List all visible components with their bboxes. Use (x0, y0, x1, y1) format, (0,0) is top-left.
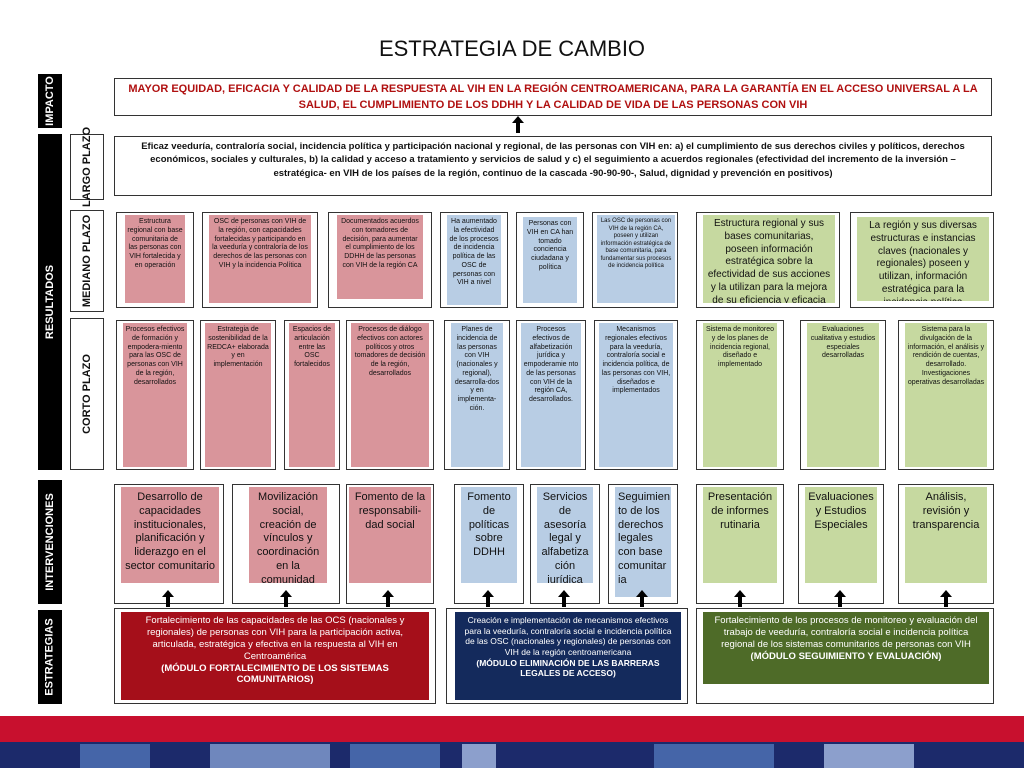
intervention-frame: Fomento de la responsabili-dad social (346, 484, 434, 604)
short-term-frame: Procesos efectivos de alfabetización jur… (516, 320, 586, 470)
arrow-up-icon (636, 590, 648, 607)
arrow-up-icon (482, 590, 494, 607)
intervention-frame: Movilización social, creación de vínculo… (232, 484, 340, 604)
intervention-frame: Fomento de políticas sobre DDHH (454, 484, 524, 604)
intervention-frame: Presentación de informes rutinaria (696, 484, 784, 604)
footer-tile (824, 744, 914, 768)
intervention-item: Análisis, revisión y transparencia (905, 487, 987, 583)
short-term-item: Mecanismos regionales efectivos para la … (599, 323, 673, 467)
arrow-up-icon (382, 590, 394, 607)
arrow-up-icon (162, 590, 174, 607)
strategy-text: Creación e implementación de mecanismos … (464, 615, 672, 657)
strategy-frame: Fortalecimiento de las capacidades de la… (114, 608, 436, 704)
mid-term-item: Las OSC de personas con VIH de la región… (597, 215, 675, 303)
arrow-up-icon (280, 590, 292, 607)
short-term-frame: Evaluaciones cualitativa y estudios espe… (800, 320, 886, 470)
strategy-module: (MÓDULO SEGUIMIENTO Y EVALUACIÓN) (750, 650, 942, 662)
strategy-module: (MÓDULO FORTALECIMIENTO DE LOS SISTEMAS … (161, 662, 389, 686)
mid-term-item: Documentados acuerdos con tomadores de d… (337, 215, 423, 299)
label-intervenciones: INTERVENCIONES (38, 480, 62, 604)
mid-term-item: Estructura regional con base comunitaria… (125, 215, 185, 303)
label-impacto: IMPACTO (38, 74, 62, 128)
footer-tile (80, 744, 150, 768)
strategy-block-barreras: Creación e implementación de mecanismos … (455, 612, 681, 700)
short-term-frame: Mecanismos regionales efectivos para la … (594, 320, 678, 470)
short-term-item: Sistema de monitoreo y de los planes de … (703, 323, 777, 467)
short-term-item: Espacios de articulación entre las OSC f… (289, 323, 335, 467)
strategy-block-seguimiento: Fortalecimiento de los procesos de monit… (703, 612, 989, 684)
intervention-item: Presentación de informes rutinaria (703, 487, 777, 583)
short-term-item: Planes de incidencia de las personas con… (451, 323, 503, 467)
short-term-frame: Estrategia de sostenibilidad de la REDCA… (200, 320, 276, 470)
short-term-item: Procesos efectivos de alfabetización jur… (521, 323, 581, 467)
short-term-item: Procesos efectivos de formación y empode… (123, 323, 187, 467)
short-term-frame: Procesos efectivos de formación y empode… (116, 320, 194, 470)
label-resultados: RESULTADOS (38, 134, 62, 470)
mid-term-frame: Personas con VIH en CA han tomado concie… (516, 212, 584, 308)
short-term-item: Evaluaciones cualitativa y estudios espe… (807, 323, 879, 467)
mid-term-frame: Las OSC de personas con VIH de la región… (592, 212, 678, 308)
intervention-item: Servicios de asesoría legal y alfabetiza… (537, 487, 593, 583)
label-largo-plazo: LARGO PLAZO (70, 127, 104, 207)
short-term-frame: Procesos de diálogo efectivos con actore… (346, 320, 434, 470)
strategy-frame: Fortalecimiento de los procesos de monit… (696, 608, 994, 704)
footer-tile (462, 744, 496, 768)
intervention-frame: Evaluaciones y Estudios Especiales (798, 484, 884, 604)
arrow-up-icon (940, 590, 952, 607)
strategy-module: (MÓDULO ELIMINACIÓN DE LAS BARRERAS LEGA… (476, 657, 660, 679)
mid-term-item: Ha aumentado la efectividad de los proce… (447, 215, 501, 305)
arrow-up-icon (512, 116, 524, 133)
short-term-frame: Sistema de monitoreo y de los planes de … (696, 320, 784, 470)
intervention-frame: Seguimien to de los derechos legales con… (608, 484, 678, 604)
mid-term-frame: Ha aumentado la efectividad de los proce… (440, 212, 508, 308)
label-mediano-plazo: MEDIANO PLAZO (70, 210, 104, 312)
label-estrategias: ESTRATEGIAS (38, 610, 62, 704)
intervention-item: Fomento de políticas sobre DDHH (461, 487, 517, 583)
mid-term-frame: La región y sus diversas estructuras e i… (850, 212, 994, 308)
intervention-item: Evaluaciones y Estudios Especiales (805, 487, 877, 583)
short-term-frame: Planes de incidencia de las personas con… (444, 320, 510, 470)
strategy-block-comunitarios: Fortalecimiento de las capacidades de la… (121, 612, 429, 700)
mid-term-item: Personas con VIH en CA han tomado concie… (523, 217, 577, 303)
footer-tile (654, 744, 774, 768)
short-term-item: Sistema para la divulgación de la inform… (905, 323, 987, 467)
mid-term-item: OSC de personas con VIH de la región, co… (209, 215, 311, 303)
intervention-frame: Desarrollo de capacidades institucionale… (114, 484, 224, 604)
strategy-text: Fortalecimiento de los procesos de monit… (714, 615, 978, 650)
mid-term-frame: Estructura regional con base comunitaria… (116, 212, 194, 308)
short-term-frame: Espacios de articulación entre las OSC f… (284, 320, 340, 470)
intervention-item: Movilización social, creación de vínculo… (249, 487, 327, 583)
mid-term-frame: Estructura regional y sus bases comunita… (696, 212, 840, 308)
arrow-up-icon (834, 590, 846, 607)
footer-tile (350, 744, 440, 768)
footer-red-stripe (0, 716, 1024, 742)
mid-term-item: La región y sus diversas estructuras e i… (857, 217, 989, 301)
mid-term-frame: Documentados acuerdos con tomadores de d… (328, 212, 432, 308)
short-term-frame: Sistema para la divulgación de la inform… (898, 320, 994, 470)
short-term-item: Estrategia de sostenibilidad de la REDCA… (205, 323, 271, 467)
intervention-item: Seguimien to de los derechos legales con… (615, 487, 671, 597)
short-term-item: Procesos de diálogo efectivos con actore… (351, 323, 429, 467)
strategy-text: Fortalecimiento de las capacidades de la… (145, 615, 405, 662)
arrow-up-icon (558, 590, 570, 607)
arrow-up-icon (734, 590, 746, 607)
label-corto-plazo: CORTO PLAZO (70, 318, 104, 470)
strategy-frame: Creación e implementación de mecanismos … (446, 608, 688, 704)
impact-box: MAYOR EQUIDAD, EFICACIA Y CALIDAD DE LA … (114, 78, 992, 116)
intervention-item: Desarrollo de capacidades institucionale… (121, 487, 219, 583)
intervention-frame: Servicios de asesoría legal y alfabetiza… (530, 484, 600, 604)
mid-term-item: Estructura regional y sus bases comunita… (703, 215, 835, 303)
mid-term-frame: OSC de personas con VIH de la región, co… (202, 212, 318, 308)
intervention-item: Fomento de la responsabili-dad social (349, 487, 431, 583)
page-title: ESTRATEGIA DE CAMBIO (378, 36, 646, 61)
long-term-box: Eficaz veeduría, contraloría social, inc… (114, 136, 992, 196)
intervention-frame: Análisis, revisión y transparencia (898, 484, 994, 604)
footer-tile (210, 744, 330, 768)
